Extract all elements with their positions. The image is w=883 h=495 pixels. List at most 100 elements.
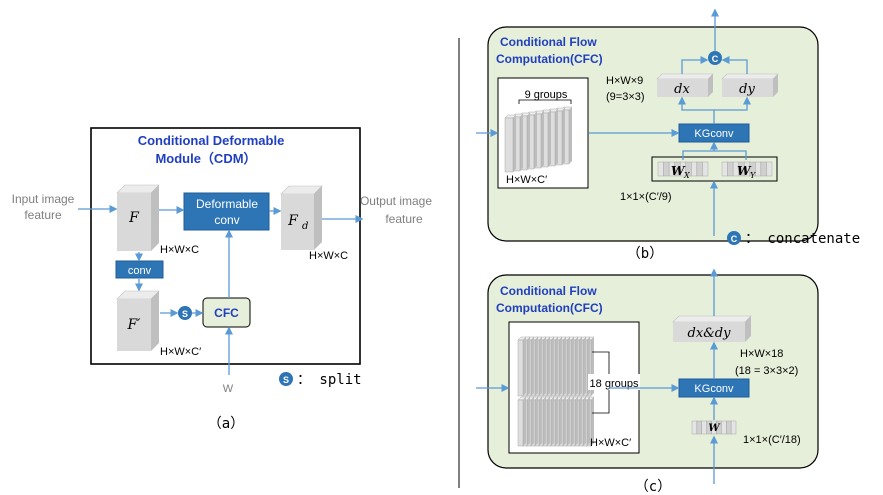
split-symbol — [178, 306, 192, 320]
channel-slab — [541, 111, 544, 168]
cfc-b-title-line2: Computation(CFC) — [496, 52, 603, 66]
channel-slab — [567, 337, 570, 396]
cfc-c-channel-stack-top — [517, 336, 595, 397]
channel-slab — [543, 397, 546, 446]
cfc-b-channel-stack — [504, 106, 573, 173]
cfc-c-channel-stack-bottom — [517, 396, 595, 447]
channel-slab — [547, 397, 550, 446]
cfc-c-groups-label-bg — [588, 374, 640, 390]
channel-slab — [555, 337, 558, 396]
cfc-c-panel: Conditional Flow Computation(CFC) 18 gro… — [476, 268, 819, 495]
fprime-label: F′ — [127, 317, 142, 333]
dy-block: dy — [721, 73, 779, 97]
cfc-b-groups-label: 9 groups — [525, 89, 568, 101]
output-label-line2: feature — [385, 212, 423, 226]
channel-slab — [523, 337, 526, 396]
wy-kernel — [721, 161, 773, 177]
channel-slab — [547, 337, 550, 396]
cdm-title-line1: Conditional Deformable — [138, 133, 285, 148]
kernel-cell — [691, 161, 698, 177]
fd-sub: d — [302, 221, 308, 232]
dim-f: H×W×C — [160, 244, 199, 256]
caption-a: （a） — [208, 416, 244, 432]
dy-label: dy — [739, 82, 755, 97]
cfc-b-w-dim: 1×1×(C′/9) — [620, 191, 672, 203]
channel-slab — [534, 112, 537, 169]
feature-cube-f: F — [116, 184, 160, 251]
legend-split-icon — [279, 372, 293, 386]
dim-fd: H×W×C — [309, 250, 348, 262]
w-label: W — [223, 383, 234, 395]
arrow-dx-to-concat — [681, 56, 709, 74]
dx-block: dx — [656, 73, 714, 97]
channel-slab — [535, 337, 538, 396]
wx-kernel — [657, 161, 709, 177]
channel-slab — [575, 337, 578, 396]
channel-slab — [562, 108, 565, 165]
channel-slab — [587, 397, 590, 446]
cfc-c-arrows — [476, 268, 718, 484]
kernel-cell — [663, 161, 670, 177]
cfc-c-dim-out-line2: (18 = 3×3×2) — [735, 365, 798, 377]
channel-slab — [504, 117, 514, 173]
channel-slab — [563, 337, 566, 396]
cfc-b-arrows — [476, 8, 751, 236]
channel-slab — [563, 397, 566, 446]
channel-slab — [543, 337, 546, 396]
dx-label: dx — [674, 82, 690, 97]
cfc-c-kgconv-label: KGconv — [694, 383, 734, 395]
caption-b: （b） — [627, 246, 663, 262]
kernel-cell — [696, 161, 703, 177]
feature-cube-fd: F d — [280, 185, 323, 250]
cfc-c-dim-out-line1: H×W×18 — [740, 348, 783, 360]
kernel-cell — [701, 420, 707, 435]
cfc-c-w-dim: 1×1×(C′/18) — [743, 434, 801, 446]
wy-label: W — [737, 164, 752, 178]
caption-c: （c） — [635, 479, 671, 495]
output-label-line1: Output image — [360, 194, 432, 208]
channel-slab — [591, 397, 594, 446]
cfc-label: CFC — [214, 306, 239, 320]
legend-concat-letter: C — [731, 234, 738, 244]
cfc-b-dim-stack: H×W×C′ — [506, 174, 547, 186]
channel-slab — [535, 397, 538, 446]
cfc-c-w-label: W — [708, 423, 721, 434]
channel-slab — [531, 337, 534, 396]
channel-slab — [579, 397, 582, 446]
channel-slab — [523, 397, 526, 446]
kernel-cell — [726, 420, 732, 435]
channel-slab — [539, 337, 542, 396]
channel-slab — [551, 337, 554, 396]
cfc-c-title-line1: Conditional Flow — [500, 284, 597, 298]
channel-slab — [551, 397, 554, 446]
kernel-cell — [760, 161, 767, 177]
wx-sub: X — [683, 171, 690, 180]
legend-split-text: ： split — [297, 372, 362, 388]
cfc-b-dim-out-line2: (9=3×3) — [606, 91, 645, 103]
legend-split-letter: S — [283, 375, 289, 385]
legend-concat-icon — [727, 231, 741, 245]
arrow-kg-to-dy — [714, 96, 751, 111]
channel-slab — [513, 115, 516, 172]
kernel-cell — [696, 420, 702, 435]
channel-slab — [517, 399, 524, 447]
channel-slab — [575, 397, 578, 446]
arrow-kg-to-dx — [678, 96, 715, 124]
cdm-panel: Conditional Deformable Module（CDM） Input… — [12, 127, 432, 432]
channel-slab — [579, 337, 582, 396]
kernel-cell — [755, 161, 762, 177]
concat-symbol-letter: C — [712, 54, 719, 64]
channel-slab — [569, 107, 572, 164]
channel-slab — [548, 110, 551, 167]
deformable-conv-line2: conv — [214, 213, 239, 227]
channel-slab — [539, 397, 542, 446]
w-kernel — [691, 420, 737, 435]
channel-slab — [567, 397, 570, 446]
wy-sub: Y — [750, 171, 756, 180]
dxdy-label: dx&dy — [688, 326, 732, 341]
f-label: F — [128, 210, 140, 226]
channel-slab — [555, 109, 558, 166]
fd-label: F — [287, 213, 299, 229]
